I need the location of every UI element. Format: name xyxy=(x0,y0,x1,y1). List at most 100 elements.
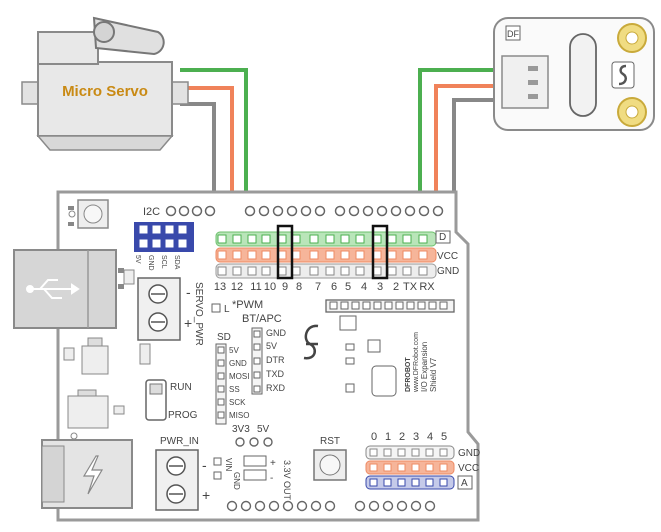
icsp-pins xyxy=(329,301,448,310)
sd-pin-miso: MISO xyxy=(229,411,249,420)
digital-pin-11-1 xyxy=(387,250,397,260)
i2c-pin-5v: 5V xyxy=(134,255,141,264)
crystal xyxy=(339,315,357,331)
pin-9-highlight xyxy=(276,224,294,280)
pwr-in-label: PWR_IN xyxy=(160,436,199,447)
reset-button-top-cap[interactable] xyxy=(83,204,103,224)
digital-pin-13-1 xyxy=(418,250,428,260)
pwm-label: *PWM xyxy=(232,299,263,311)
power-hole-0 xyxy=(226,500,238,512)
led-l xyxy=(211,303,221,313)
digital-pin-6-2 xyxy=(309,266,319,276)
sd-header xyxy=(215,343,227,425)
analog-hole-0 xyxy=(354,500,366,512)
pin-tx: TX xyxy=(403,281,418,293)
a-label: A xyxy=(461,478,468,489)
sd-pin-5v: 5V xyxy=(229,346,239,355)
digital-pin-1-2 xyxy=(232,266,242,276)
aux-minus: - xyxy=(270,473,273,484)
sd-label: SD xyxy=(217,332,231,343)
i2c-label: I2C xyxy=(143,206,160,218)
pin-2: 2 xyxy=(393,281,399,293)
icsp-pin-10 xyxy=(439,301,448,310)
digital-pin-7-2 xyxy=(325,266,335,276)
digital-pin-12-2 xyxy=(402,266,412,276)
prog-label: PROG xyxy=(168,410,198,421)
switch-knob xyxy=(149,383,163,395)
aux-power-pins xyxy=(243,455,267,481)
mount-hole-top-inner xyxy=(625,31,639,45)
pin-7: 7 xyxy=(315,281,321,293)
sd-pin-gnd: GND xyxy=(229,359,247,368)
analog-pin-3-2 xyxy=(411,478,420,487)
analog-pin-1-2 xyxy=(383,478,392,487)
i2c-pin-scl: SCL xyxy=(160,255,167,269)
digital-pin-1-1 xyxy=(232,250,242,260)
digital-pin-8-1 xyxy=(340,250,350,260)
sd-pin-ss: SS xyxy=(229,385,240,394)
digital-pin-9-2 xyxy=(355,266,365,276)
digital-pin-1-0 xyxy=(232,234,242,244)
pin-6: 6 xyxy=(331,281,337,293)
rst-button-cap[interactable] xyxy=(319,454,341,476)
analog-hole-2 xyxy=(382,500,394,512)
digital-pin-numbers: 13 12 11 10 9 8 7 6 5 4 3 2 TX RX xyxy=(214,281,435,293)
analog-pin-2-0 xyxy=(397,448,406,457)
icsp-pin-3 xyxy=(362,301,371,310)
digital-pin-12-0 xyxy=(402,234,412,244)
analog-pins xyxy=(369,448,448,487)
v-select-3v3: 3V3 xyxy=(232,424,250,435)
lightning-icon xyxy=(82,455,104,495)
i2c-pin-sda: SDA xyxy=(173,255,180,270)
analog-pin-5-0 xyxy=(439,448,448,457)
sensor-pin-1 xyxy=(528,66,538,71)
digital-pin-8-0 xyxy=(340,234,350,244)
analog-pin-4-1 xyxy=(425,463,434,472)
mount-hole-tl xyxy=(68,210,76,218)
sensor-connector xyxy=(501,55,549,109)
pin-12: 12 xyxy=(231,281,243,293)
icsp-pin-5 xyxy=(384,301,393,310)
chip-e xyxy=(345,383,355,393)
regulator xyxy=(81,345,109,375)
power-hole-2 xyxy=(254,500,266,512)
servo-shaft xyxy=(93,21,115,43)
digital-pin-0-0 xyxy=(217,234,227,244)
servo-top-block xyxy=(37,31,99,65)
analog-hole-1 xyxy=(368,500,380,512)
digital-pin-2-0 xyxy=(247,234,257,244)
pin-rx: RX xyxy=(419,281,435,293)
sd-pins xyxy=(217,346,225,419)
analog-pin-2-1 xyxy=(397,463,406,472)
sd-pin-mosi: MOSI xyxy=(229,372,249,381)
pin-13: 13 xyxy=(214,281,226,293)
digital-pin-13-0 xyxy=(418,234,428,244)
gnd-label: GND xyxy=(437,266,459,277)
pin-8: 8 xyxy=(296,281,302,293)
analog-hole-4 xyxy=(410,500,422,512)
cap-3 xyxy=(77,389,97,397)
digital-pin-3-2 xyxy=(261,266,271,276)
servo-pwr-minus: - xyxy=(186,284,191,300)
servo-pwr-plus: + xyxy=(184,315,192,331)
digital-pin-6-0 xyxy=(309,234,319,244)
a-label-box xyxy=(457,475,473,490)
sd-pin-labels: 5V GND MOSI SS SCK MISO xyxy=(229,346,249,420)
regulator-top xyxy=(87,337,103,347)
pwr-in-plus: + xyxy=(202,487,210,503)
smd-4 xyxy=(118,284,124,289)
chip-c xyxy=(367,339,381,353)
sd-pin-sck: SCK xyxy=(229,398,246,407)
bt-pin-rxd: RXD xyxy=(266,383,286,393)
smd-6 xyxy=(139,343,151,365)
analog-pin-0-0 xyxy=(369,448,378,457)
analog-pin-4-0 xyxy=(425,448,434,457)
digital-pin-12-1 xyxy=(402,250,412,260)
digital-pin-11-2 xyxy=(387,266,397,276)
pin-9: 9 xyxy=(282,281,288,293)
i2c-pin-labels: 5V GND SCL SDA xyxy=(134,255,180,271)
v-select-5v: 5V xyxy=(257,424,270,435)
smd-1 xyxy=(68,206,74,210)
smd-7 xyxy=(123,269,135,285)
digital-pin-9-0 xyxy=(355,234,365,244)
